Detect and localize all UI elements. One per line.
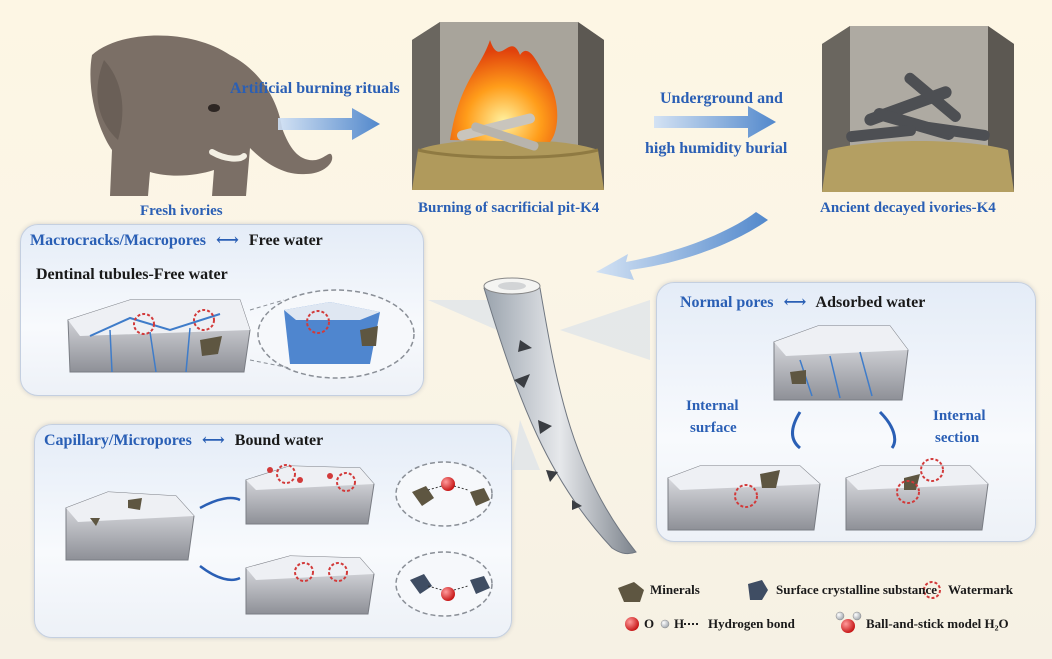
legend-minerals: Minerals [650,582,700,597]
legend-crystalline-icon [748,580,768,600]
label-fresh-ivories: Fresh ivories [140,203,223,219]
capillary-header: Capillary/Micropores ⟷ Bound water [44,430,323,450]
flow-arrow-2 [654,106,776,138]
legend-oxygen-icon [625,617,639,631]
flow-arrow-1 [278,108,380,140]
normal-header-arrow: ⟷ [783,294,807,311]
capillary-panel-graphics [65,461,493,617]
label-artificial-burning: Artificial burning rituals [230,80,400,97]
normal-header-blue: Normal pores [680,294,774,311]
ancient-pit-illustration [822,26,1014,192]
macro-header-blue: Macrocracks/Macropores [30,232,206,249]
tusk-illustration [483,277,637,555]
internal-surface-2: surface [690,420,737,436]
normal-header-dark: Adsorbed water [815,294,926,311]
capillary-header-blue: Capillary/Micropores [44,432,192,449]
internal-section-1: Internal [933,408,986,424]
legend-o: O [644,616,655,631]
normal-panel-graphics [667,325,989,531]
elephant-illustration [90,35,333,196]
legend-h2o-icon [835,611,862,633]
macro-header-arrow: ⟷ [215,232,239,249]
legend-watermark-icon [923,581,941,599]
legend-surface-crystalline: Surface crystalline substance [776,582,938,597]
burning-pit-illustration [412,22,604,190]
label-underground-1: Underground and [660,90,783,107]
legend-ball-stick: Ball-and-stick model H₂O [866,616,1009,631]
internal-section-2: section [935,430,980,446]
legend-hydrogen-icon [660,619,670,629]
legend-symbols [618,580,941,633]
capillary-header-arrow: ⟷ [201,432,225,449]
legend-h: H [674,616,685,631]
capillary-header-dark: Bound water [234,432,324,449]
macro-subtitle: Dentinal tubules-Free water [36,266,228,283]
macro-header-dark: Free water [248,232,323,249]
normal-header: Normal pores ⟷ Adsorbed water [680,292,925,312]
label-underground-2: high humidity burial [645,140,788,157]
label-ancient-ivories: Ancient decayed ivories-K4 [820,200,996,216]
flow-arrow-3 [596,212,768,280]
legend-hydrogen-bond: Hydrogen bond [708,616,795,631]
macro-header: Macrocracks/Macropores ⟷ Free water [30,230,323,250]
internal-surface-1: Internal [686,398,739,414]
legend-mineral-icon [618,582,644,602]
label-burning-pit: Burning of sacrificial pit-K4 [418,200,600,216]
legend-watermark: Watermark [948,582,1013,597]
macro-panel-graphics [67,289,415,379]
